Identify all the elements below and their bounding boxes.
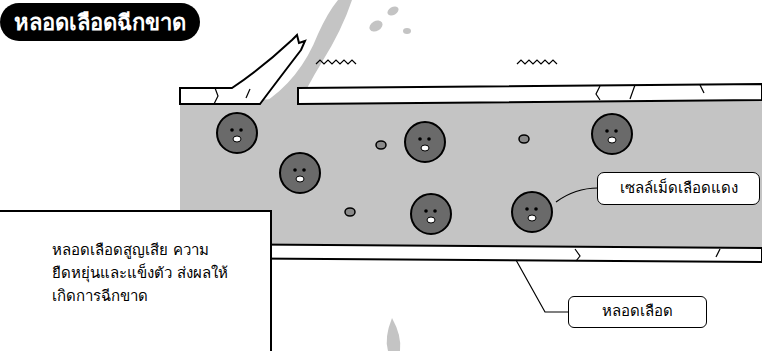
- red-blood-cell: [592, 114, 632, 154]
- node-text: เซลล์เม็ดเลือดแดง: [620, 177, 738, 200]
- red-blood-cell: [405, 122, 445, 162]
- blood-drop: [403, 28, 411, 34]
- leader-line: [556, 188, 598, 202]
- note-box: หลอดเลือดสูญเสีย ความยืดหยุ่นและแข็งตัว …: [0, 210, 272, 351]
- blood-drop: [387, 318, 401, 351]
- red-blood-cell: [217, 113, 257, 153]
- node-text: หลอดเลือด: [602, 300, 673, 323]
- torn-wall-flap: [180, 35, 305, 104]
- vessel-wall: [298, 84, 762, 104]
- red-blood-cell: [280, 153, 320, 193]
- vibration-marks: [316, 60, 557, 64]
- leader-line: [516, 260, 569, 312]
- blood-drop: [367, 18, 384, 34]
- node-text: หลอดเลือดสูญเสีย ความยืดหยุ่นและแข็งตัว …: [52, 239, 230, 309]
- red-blood-cell: [411, 194, 451, 234]
- label-box: เซลล์เม็ดเลือดแดง: [597, 172, 760, 205]
- blood-drop: [386, 5, 400, 18]
- title-pill: หลอดเลือดฉีกขาด: [0, 3, 200, 41]
- label-box: หลอดเลือด: [568, 296, 707, 328]
- red-blood-cell: [512, 192, 552, 232]
